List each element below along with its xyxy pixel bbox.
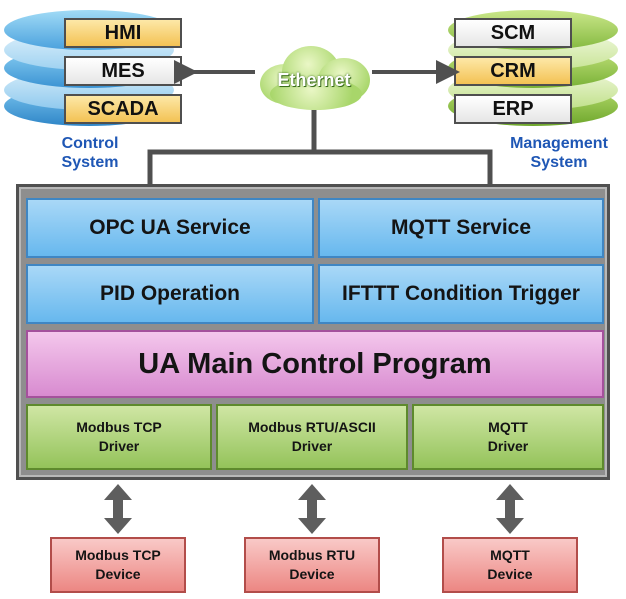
modbus-rtu-ascii-driver-line1: Modbus RTU/ASCII (248, 419, 376, 435)
mqtt-device-line2: Device (487, 566, 533, 582)
management-system-stack: SCM CRM ERP (448, 8, 618, 126)
scm-label: SCM (454, 18, 572, 48)
scada-label: SCADA (64, 94, 182, 124)
ethernet-cloud-icon (252, 40, 376, 114)
modbus-rtu-device-line2: Device (289, 566, 335, 582)
modbus-tcp-device-line1: Modbus TCP (75, 547, 161, 563)
hmi-label: HMI (64, 18, 182, 48)
modbus-rtu-device-box: Modbus RTU Device (244, 537, 380, 593)
modbus-tcp-device-line2: Device (95, 566, 141, 582)
mqtt-device-line1: MQTT (490, 547, 530, 563)
erp-label: ERP (454, 94, 572, 124)
ethernet-bracket-line (147, 149, 493, 184)
pid-operation-box: PID Operation (26, 264, 314, 324)
main-control-program-box: UA Main Control Program (26, 330, 604, 398)
mqtt-service-box: MQTT Service (318, 198, 604, 258)
control-system-stack: HMI MES SCADA (4, 8, 182, 126)
mqtt-device-box: MQTT Device (442, 537, 578, 593)
modbus-tcp-driver-line2: Driver (98, 438, 140, 454)
ethernet-label: Ethernet (277, 70, 351, 90)
management-system-label: Management System (494, 134, 624, 172)
device-arrow (104, 484, 524, 534)
management-system-label-line1: Management (510, 135, 608, 152)
mqtt-driver-line1: MQTT (488, 419, 528, 435)
modbus-tcp-device-box: Modbus TCP Device (50, 537, 186, 593)
control-system-label: Control System (40, 134, 140, 172)
control-system-label-line1: Control (61, 135, 119, 152)
modbus-rtu-ascii-driver-box: Modbus RTU/ASCII Driver (216, 404, 408, 470)
modbus-rtu-device-line1: Modbus RTU (268, 547, 356, 563)
control-system-label-line2: System (61, 154, 119, 171)
modbus-tcp-driver-line1: Modbus TCP (76, 419, 162, 435)
modbus-rtu-ascii-driver-line2: Driver (291, 438, 333, 454)
mqtt-driver-box: MQTT Driver (412, 404, 604, 470)
crm-label: CRM (454, 56, 572, 86)
ifttt-trigger-box: IFTTT Condition Trigger (318, 264, 604, 324)
management-system-label-line2: System (530, 154, 588, 171)
mqtt-driver-line2: Driver (487, 438, 529, 454)
modbus-tcp-driver-box: Modbus TCP Driver (26, 404, 212, 470)
opc-ua-service-box: OPC UA Service (26, 198, 314, 258)
